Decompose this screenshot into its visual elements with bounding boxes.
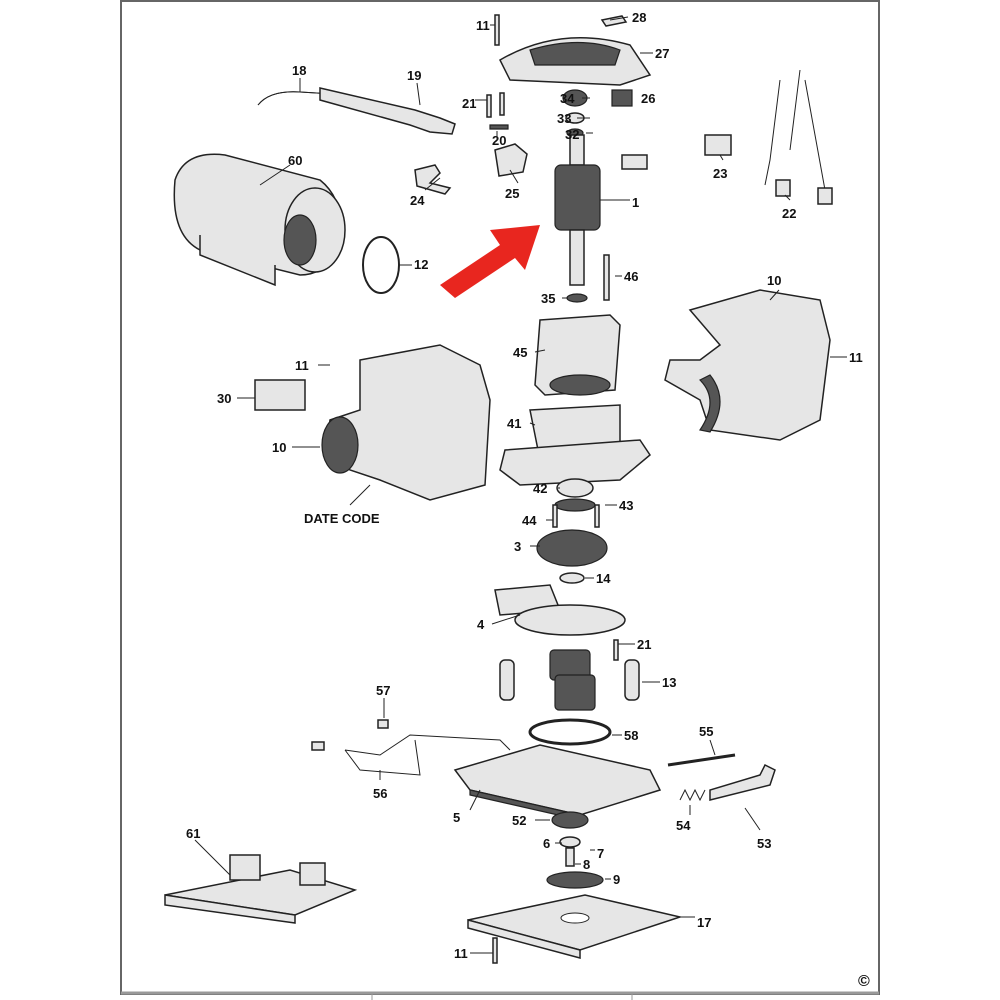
part-label: 24 [410, 193, 425, 208]
clamp-53 [709, 763, 776, 801]
housing-10-right [664, 289, 831, 441]
part-label: 11 [295, 358, 309, 373]
part-label: 4 [477, 617, 485, 632]
part-label: 25 [505, 186, 519, 201]
part-label: 42 [533, 481, 547, 496]
part-label: 19 [407, 68, 421, 83]
part-label: 14 [596, 571, 611, 586]
part-label: 13 [662, 675, 676, 690]
rod-46 [603, 254, 610, 301]
part-label: 46 [624, 269, 638, 284]
part-label: 53 [757, 836, 771, 851]
part-label: 9 [613, 872, 620, 887]
ring-58 [528, 718, 612, 746]
part-label: 34 [560, 91, 575, 106]
part-label: 52 [512, 813, 526, 828]
part-label: 5 [453, 810, 460, 825]
stator-45 [534, 314, 621, 396]
armature-1 [554, 134, 601, 303]
part-label: 20 [492, 133, 506, 148]
plate-61 [164, 854, 358, 924]
part-label: 17 [697, 915, 711, 930]
part-label: 54 [676, 818, 691, 833]
brushes-22 [764, 69, 833, 205]
part-label: 8 [583, 857, 590, 872]
part-label: 27 [655, 46, 669, 61]
part-label: 18 [292, 63, 306, 78]
part-label: 56 [373, 786, 387, 801]
part-label: 11 [476, 18, 490, 33]
housing-60 [173, 153, 346, 287]
part-label: 26 [641, 91, 655, 106]
part-label: 41 [507, 416, 521, 431]
part-labels: 11 28 27 18 19 21 34 26 33 20 32 60 25 1… [186, 10, 870, 990]
part-label: 55 [699, 724, 713, 739]
small-parts-top [414, 89, 732, 195]
part-label: 28 [632, 10, 646, 25]
part-label: 60 [288, 153, 302, 168]
frame [120, 0, 880, 1000]
part-label: 57 [376, 683, 390, 698]
wire-56 [311, 719, 511, 776]
part-label: 10 [272, 440, 286, 455]
part-label: 12 [414, 257, 428, 272]
housing-10-left [254, 344, 491, 501]
cord-18-19 [257, 87, 456, 135]
part-label: 23 [713, 166, 727, 181]
part-label: 32 [565, 127, 579, 142]
part-label: 30 [217, 391, 231, 406]
pad-17 [467, 894, 683, 959]
part-label: 44 [522, 513, 537, 528]
part-label: 61 [186, 826, 200, 841]
dust-port-4 [494, 584, 626, 636]
screw-11-bottom [492, 937, 498, 964]
part-label: 7 [597, 846, 604, 861]
rod-55 [667, 753, 736, 767]
base-5 [453, 744, 662, 821]
part-label: 35 [541, 291, 555, 306]
spring-54 [679, 788, 706, 802]
spindle-parts [546, 811, 604, 889]
part-label: 1 [632, 195, 639, 210]
fan-housing-41 [499, 404, 651, 486]
screw-11-top [494, 14, 500, 46]
part-label: 11 [849, 350, 863, 365]
part-label: 3 [514, 539, 521, 554]
arrow [440, 225, 540, 298]
rubber-parts-13 [499, 639, 640, 711]
bearing-parts [552, 478, 600, 528]
part-label: 6 [543, 836, 550, 851]
ring-12 [362, 236, 400, 294]
top-cover-27 [499, 37, 652, 86]
leader-lines [194, 16, 847, 954]
copyright-symbol: © [858, 973, 870, 990]
part-label: 21 [462, 96, 476, 111]
part-label: 22 [782, 206, 796, 221]
part-label: 10 [767, 273, 781, 288]
part-label: 33 [557, 111, 571, 126]
part-label: 21 [637, 637, 651, 652]
part-label: 11 [454, 946, 468, 961]
part-label: 58 [624, 728, 638, 743]
date-code-label: DATE CODE [304, 511, 380, 526]
part-label: 43 [619, 498, 633, 513]
fan-3 [536, 529, 608, 584]
part-label: 45 [513, 345, 527, 360]
